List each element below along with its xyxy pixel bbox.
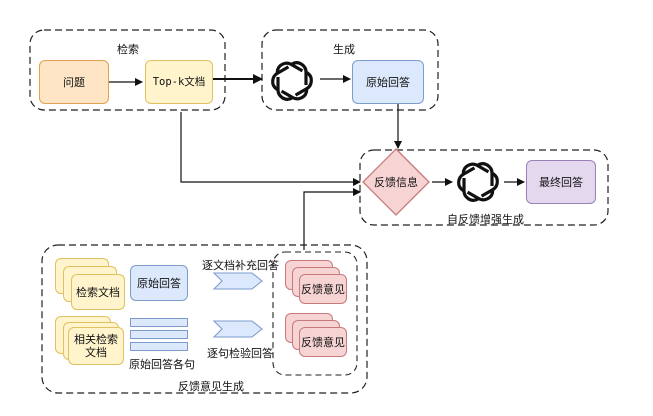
feedback-b-node: 反馈意见 (299, 327, 347, 357)
final-answer-node: 最终回答 (526, 160, 596, 204)
raw-answer-small-node: 原始回答 (130, 265, 188, 301)
feedback-gen-group-title: 反馈意见生成 (178, 380, 244, 393)
generation-group-title: 生成 (333, 43, 355, 56)
feedback-stack-group (272, 251, 358, 376)
self-feedback-group-title: 自反馈增强生成 (447, 213, 524, 226)
question-node: 问题 (39, 60, 109, 104)
edge-feedbackgen-to-feedback (303, 188, 361, 250)
relevant-docs-node: 相关检索 文档 (68, 327, 124, 365)
chevron-arrow-icon (212, 272, 263, 290)
feedback-a-node: 反馈意见 (299, 274, 347, 304)
edge-retrieval-to-feedback (180, 112, 361, 186)
sentence-stripe (130, 318, 188, 327)
feedback-diamond-shape (362, 148, 430, 216)
feedback-info-node: 反馈信息 (374, 175, 418, 189)
retrieved-docs-node: 检索文档 (71, 274, 125, 310)
sentence-check-label: 逐句检验回答 (207, 347, 273, 360)
openai-logo-icon (271, 61, 313, 101)
chevron-arrow-icon (212, 320, 263, 338)
sentence-stripe (130, 330, 188, 339)
retrieval-group-title: 检索 (117, 43, 139, 56)
retrieval-group (29, 29, 226, 111)
raw-answer-node: 原始回答 (352, 60, 424, 104)
feedback-gen-group (41, 244, 368, 394)
sentence-stripe (130, 342, 188, 351)
self-feedback-group (359, 149, 609, 226)
openai-logo-icon (457, 162, 499, 202)
topk-docs-node: Top-k文档 (145, 60, 213, 104)
raw-answer-sentences-label: 原始回答各句 (129, 358, 195, 371)
doc-supplement-label: 逐文档补充回答 (202, 259, 279, 272)
